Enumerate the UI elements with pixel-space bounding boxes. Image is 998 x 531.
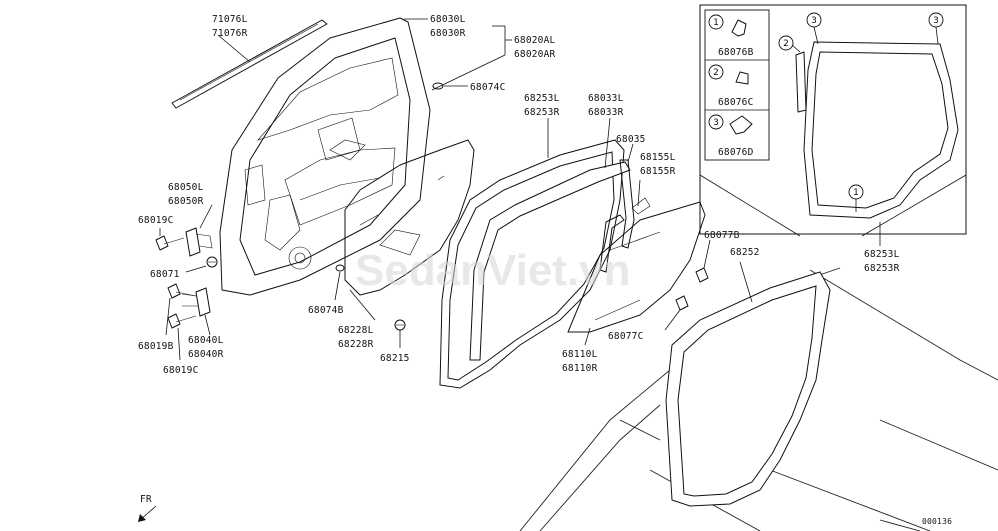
label-68076b: 68076B: [718, 47, 754, 58]
svg-text:3: 3: [933, 16, 939, 26]
watershield-part: [344, 139, 475, 296]
svg-text:3: 3: [713, 118, 719, 128]
run-channel-part: [469, 161, 631, 361]
bolt-68019c-top-part: [155, 235, 185, 251]
label-68110-r: 68110R: [562, 363, 598, 374]
svg-text:2: 2: [713, 68, 719, 78]
label-68019b: 68019B: [138, 341, 174, 352]
clip-68215-part: [394, 319, 406, 331]
inset-callouts: 2 3 3 1: [778, 12, 944, 212]
svg-text:1: 1: [853, 188, 859, 198]
label-68252: 68252: [730, 247, 760, 258]
clip-68076c-icon: [735, 71, 749, 85]
label-68110-l: 68110L: [562, 349, 598, 360]
bolt-68019c-bottom-part: [167, 313, 197, 329]
label-68155-l: 68155L: [640, 152, 676, 163]
svg-text:3: 3: [811, 16, 817, 26]
bolt-68077b-part: [695, 267, 709, 283]
drawing-code: 000136: [922, 517, 952, 526]
label-68076d: 68076D: [718, 147, 754, 158]
clip-cell-1: 1 68076B: [708, 14, 754, 58]
front-arrow-icon: [138, 505, 157, 522]
door-glass-part: [567, 201, 706, 333]
label-68071: 68071: [150, 269, 180, 280]
label-68033-r: 68033R: [588, 107, 624, 118]
opening-trim-part: [665, 271, 831, 507]
nut-68071-part: [206, 256, 218, 268]
glass-channel-part: [599, 197, 651, 273]
label-68050-l: 68050L: [168, 182, 204, 193]
inset-weatherstrip-part: [795, 41, 959, 219]
inset-trim-strip: [795, 51, 807, 113]
inset-detail-box: [699, 4, 967, 235]
label-68030-l: 68030L: [430, 14, 466, 25]
label-68074b: 68074B: [308, 305, 344, 316]
direction-label: FR: [140, 494, 152, 505]
plug-68074c-part: [432, 82, 444, 90]
label-68050-r: 68050R: [168, 196, 204, 207]
clip-cell-2: 2 68076C: [708, 64, 754, 108]
upper-hinge-part: [185, 227, 213, 257]
label-68253-r-center: 68253R: [524, 107, 560, 118]
svg-text:2: 2: [783, 39, 789, 49]
door-panel-part: [219, 17, 431, 296]
label-68030-r: 68030R: [430, 28, 466, 39]
plug-68074b-part: [335, 264, 345, 272]
window-molding-part: [171, 19, 328, 109]
clip-cell-3: 3 68076D: [708, 114, 754, 158]
label-68035: 68035: [616, 134, 646, 145]
label-68228-l: 68228L: [338, 325, 374, 336]
label-68076c: 68076C: [718, 97, 754, 108]
label-68019c-top: 68019C: [138, 215, 174, 226]
clip-68076b-icon: [731, 19, 747, 37]
label-71076-l: 71076L: [212, 14, 248, 25]
label-68215: 68215: [380, 353, 410, 364]
label-68019c-bottom: 68019C: [163, 365, 199, 376]
label-68040-l: 68040L: [188, 335, 224, 346]
label-68077c: 68077C: [608, 331, 644, 342]
label-68253-l-center: 68253L: [524, 93, 560, 104]
door-weatherstrip-part: [439, 139, 625, 389]
label-68020-al: 68020AL: [514, 35, 556, 46]
bolt-68019b-part: [167, 283, 197, 299]
label-68253-r-inset: 68253R: [864, 263, 900, 274]
sash-68035-part: [619, 159, 635, 249]
clip-68076d-icon: [729, 115, 753, 135]
label-68033-l: 68033L: [588, 93, 624, 104]
watermark: SedanViet.vn: [355, 246, 631, 295]
label-68155-r: 68155R: [640, 166, 676, 177]
label-68228-r: 68228R: [338, 339, 374, 350]
bolt-68077c-part: [675, 295, 689, 311]
label-68074c: 68074C: [470, 82, 506, 93]
label-68040-r: 68040R: [188, 349, 224, 360]
label-71076-r: 71076R: [212, 28, 248, 39]
label-68077b: 68077B: [704, 230, 740, 241]
label-68253-l-inset: 68253L: [864, 249, 900, 260]
label-68020-ar: 68020AR: [514, 49, 556, 60]
svg-text:1: 1: [713, 18, 719, 28]
lower-hinge-part: [181, 287, 211, 317]
